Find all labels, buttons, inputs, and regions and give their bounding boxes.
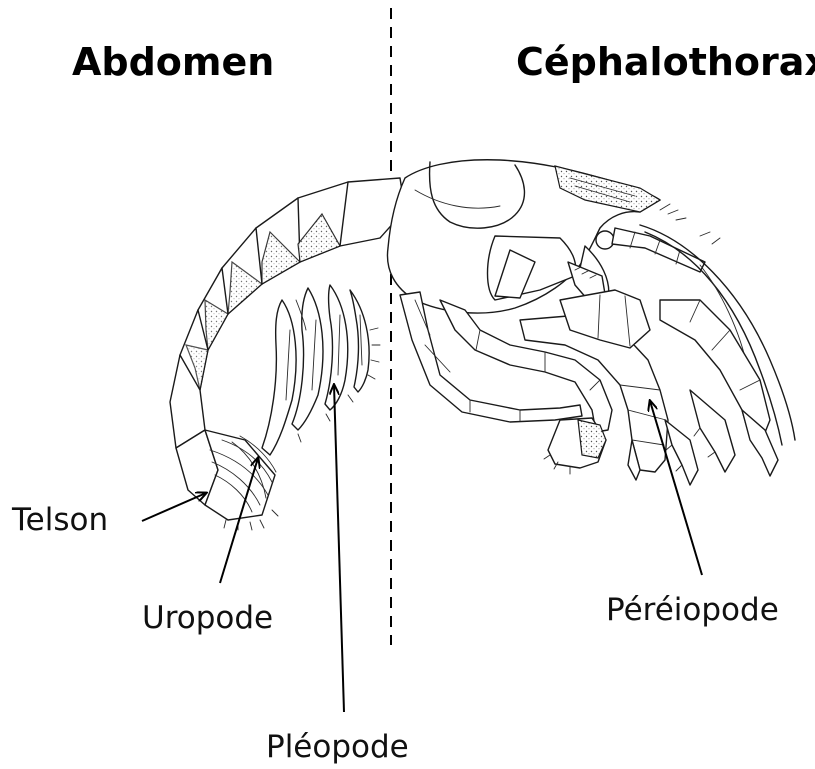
cephalothorax-drawing [387,160,795,485]
telson-arrow [142,493,206,521]
pleopode-label: Pléopode [266,729,409,765]
telson-label: Telson [12,502,108,538]
pereiopode-arrow [650,401,702,575]
uropode-label: Uropode [142,600,273,636]
abdomen-title: Abdomen [72,40,274,84]
cephalothorax-title: Céphalothorax [516,40,815,84]
pereiopode-label: Péréiopode [606,592,779,628]
pleopode-arrow [334,385,344,712]
abdomen-drawing [170,178,405,530]
